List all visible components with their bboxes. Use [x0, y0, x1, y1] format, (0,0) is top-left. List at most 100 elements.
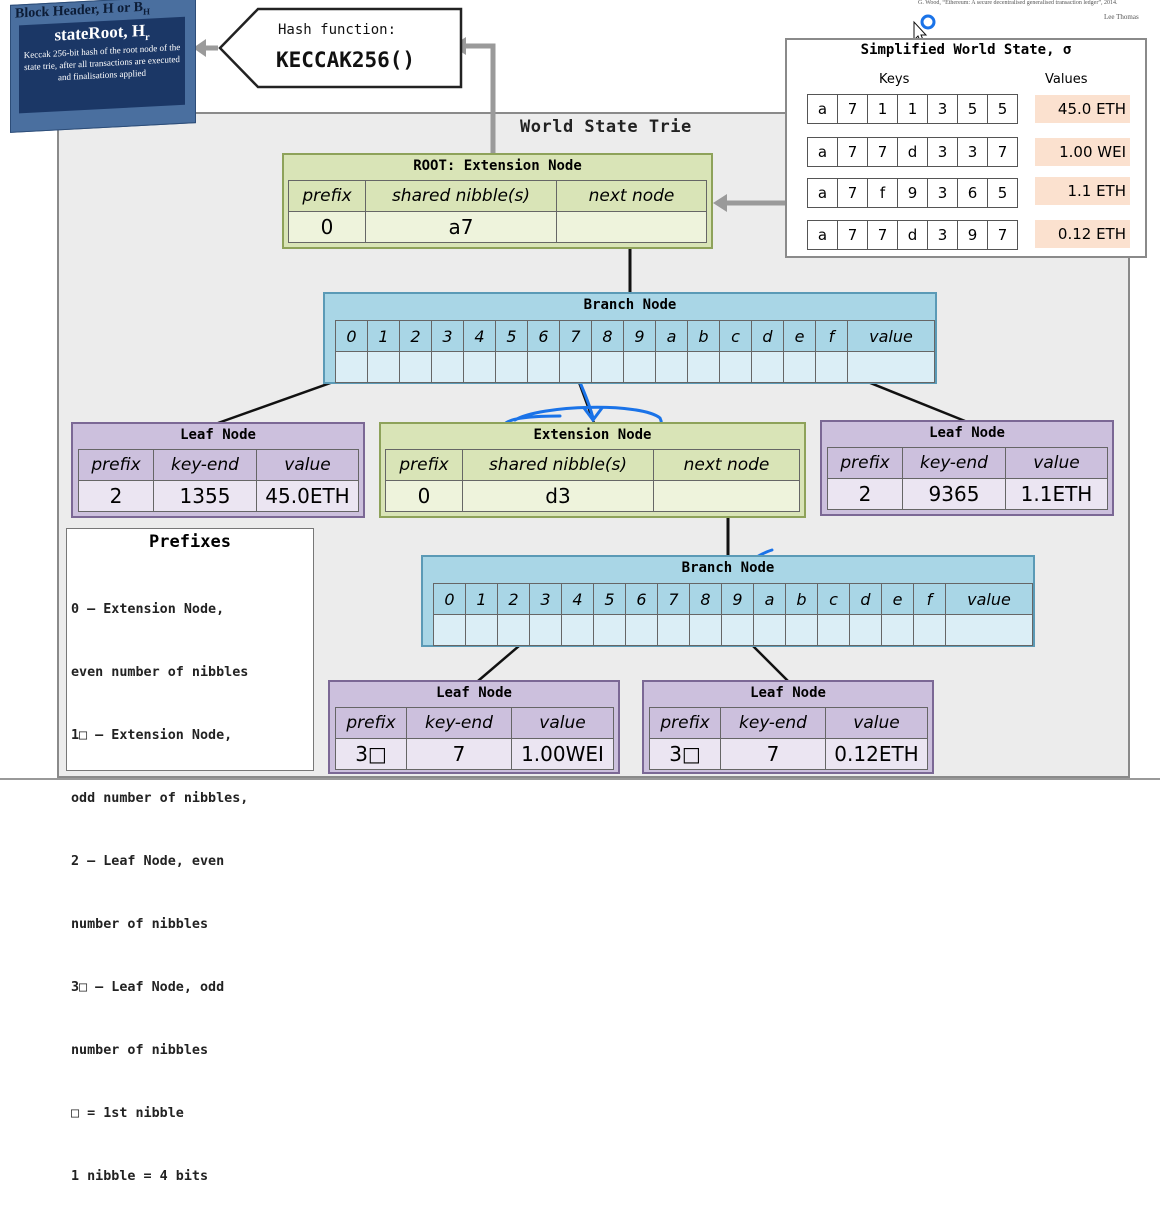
values-header: Values: [1045, 72, 1088, 87]
slot-label: 8: [689, 583, 722, 615]
slot-label: d: [751, 320, 784, 352]
slot-label: 6: [527, 320, 560, 352]
header-next-node: next node: [556, 180, 707, 212]
slot-cell: [815, 351, 848, 383]
slot-cell-value: [847, 351, 935, 383]
slot-label: 2: [399, 320, 432, 352]
prefix-line: 2 – Leaf Node, even: [71, 854, 225, 869]
key-nibble: 5: [987, 94, 1018, 124]
slot-label: b: [785, 583, 818, 615]
key-nibble: 7: [867, 137, 898, 167]
value-value: 0.12ETH: [825, 738, 928, 770]
header-shared-nibbles: shared nibble(s): [462, 449, 654, 481]
slot-cell: [367, 351, 400, 383]
slot-cell: [399, 351, 432, 383]
world-state-title: Simplified World State, σ: [860, 42, 1072, 58]
slot-label: 8: [591, 320, 624, 352]
header-value: value: [1005, 447, 1108, 479]
root-arrowhead: [713, 194, 727, 212]
slot-label: b: [687, 320, 720, 352]
slot-label: c: [817, 583, 850, 615]
block-header-title-text: Block Header, H or B: [15, 0, 143, 22]
slot-cell: [465, 614, 498, 646]
slot-label: f: [815, 320, 848, 352]
prefix-line: □ = 1st nibble: [71, 1106, 184, 1121]
value-key-end: 7: [720, 738, 826, 770]
slot-label: 3: [529, 583, 562, 615]
value-key-end: 9365: [902, 478, 1006, 510]
state-row-key: a 7 1 1 3 5 5: [807, 94, 1029, 124]
slot-label: 6: [625, 583, 658, 615]
slot-cell: [817, 614, 850, 646]
slot-cell: [719, 351, 752, 383]
state-row-key: a 7 7 d 3 9 7: [807, 220, 1029, 250]
prefix-line: number of nibbles: [71, 1043, 209, 1058]
value-next-node: [556, 211, 707, 243]
slot-cell: [657, 614, 690, 646]
key-nibble: f: [867, 178, 898, 208]
extension-node-title: Extension Node: [533, 427, 652, 443]
slot-label: a: [753, 583, 786, 615]
key-nibble: a: [807, 220, 838, 250]
value-value: 45.0ETH: [256, 480, 359, 512]
slot-cell: [495, 351, 528, 383]
value-prefix: 2: [827, 478, 903, 510]
prefixes-legend: Prefixes 0 – Extension Node, even number…: [66, 528, 314, 1184]
world-state-trie-title: World State Trie: [520, 117, 692, 137]
slot-cell: [751, 351, 784, 383]
prefix-line: 0 – Extension Node,: [71, 602, 225, 617]
key-nibble: 7: [837, 220, 868, 250]
slot-label: a: [655, 320, 688, 352]
slot-cell: [783, 351, 816, 383]
key-nibble: 3: [957, 137, 988, 167]
header-key-end: key-end: [153, 449, 257, 481]
header-prefix: prefix: [288, 180, 366, 212]
slot-label: f: [913, 583, 946, 615]
leaf-bottom-left-title: Leaf Node: [436, 685, 512, 701]
slot-cell: [881, 614, 914, 646]
cursor-ring: [920, 14, 936, 30]
hash-function-shape: [218, 7, 463, 89]
header-arrowhead: [193, 39, 206, 57]
slot-cell: [527, 351, 560, 383]
header-key-end: key-end: [902, 447, 1006, 479]
slot-cell: [689, 614, 722, 646]
slot-cell: [561, 614, 594, 646]
slot-cell: [463, 351, 496, 383]
header-prefix: prefix: [78, 449, 154, 481]
slot-cell: [593, 614, 626, 646]
header-key-end: key-end: [406, 707, 512, 739]
header-key-end: key-end: [720, 707, 826, 739]
key-nibble: d: [897, 220, 928, 250]
slot-label: 4: [561, 583, 594, 615]
slot-cell: [625, 614, 658, 646]
keys-header: Keys: [879, 72, 910, 87]
slot-cell: [433, 614, 466, 646]
state-row-value: 45.0 ETH: [1035, 95, 1130, 123]
slot-label-value: value: [847, 320, 935, 352]
key-nibble: 6: [957, 178, 988, 208]
header-prefix: prefix: [827, 447, 903, 479]
state-root-description: Keccak 256-bit hash of the root node of …: [23, 41, 181, 83]
state-row-value: 0.12 ETH: [1035, 220, 1130, 248]
key-nibble: 9: [897, 178, 928, 208]
slot-cell: [335, 351, 368, 383]
slot-cell: [623, 351, 656, 383]
state-row-key: a 7 7 d 3 3 7: [807, 137, 1029, 167]
slot-label: c: [719, 320, 752, 352]
slot-label: 9: [721, 583, 754, 615]
prefix-line: 1 nibble = 4 bits: [71, 1169, 209, 1184]
citation-text: G. Wood, “Ethereum: A secure decentralis…: [918, 0, 1118, 6]
